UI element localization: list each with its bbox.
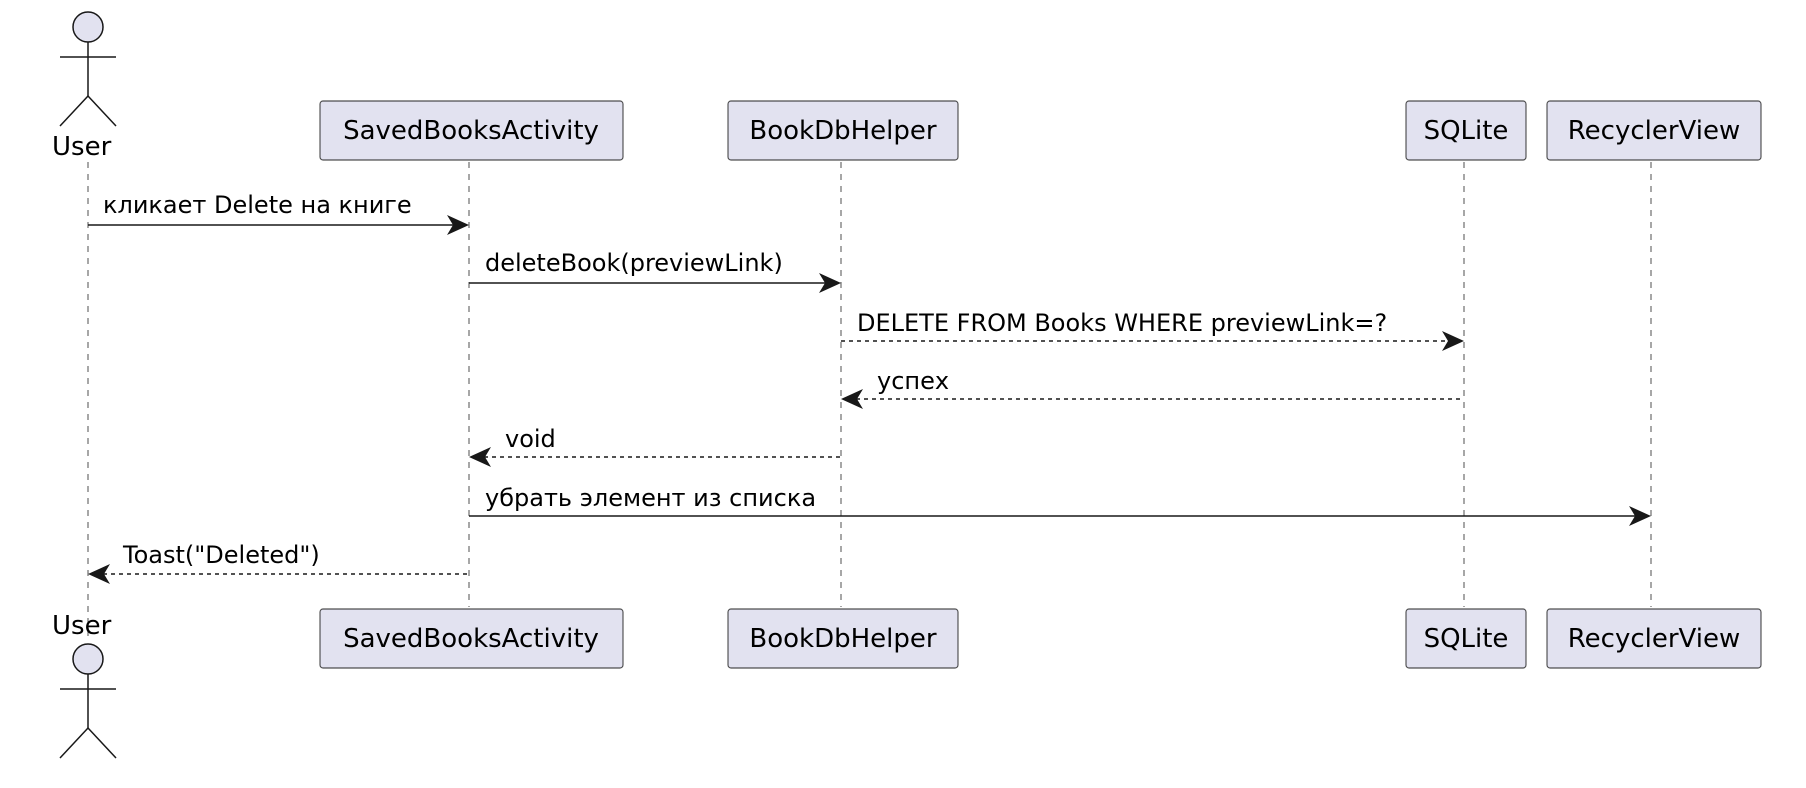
participant-label: SQLite: [1424, 624, 1509, 654]
arrowhead-icon: [447, 215, 469, 235]
participant-recyclerview-bottom: RecyclerView: [1546, 608, 1762, 669]
message-2: deleteBook(previewLink): [469, 249, 841, 293]
message-3: DELETE FROM Books WHERE previewLink=?: [841, 309, 1464, 351]
participant-recyclerview-top: RecyclerView: [1546, 100, 1762, 161]
participant-label: RecyclerView: [1568, 116, 1740, 146]
participant-sqlite-bottom: SQLite: [1405, 608, 1527, 669]
actor-user-top: User: [52, 11, 117, 162]
actor-head-icon: [72, 643, 104, 675]
message-5: void: [469, 425, 841, 467]
arrowhead-icon: [841, 389, 863, 409]
message-label: убрать элемент из списка: [485, 484, 816, 512]
message-label: успех: [877, 367, 949, 395]
message-label: кликает Delete на книге: [103, 191, 412, 219]
arrowhead-icon: [88, 564, 110, 584]
arrowhead-icon: [1442, 331, 1464, 351]
message-label: void: [505, 425, 556, 453]
arrowhead-icon: [469, 447, 491, 467]
participant-label: SQLite: [1424, 116, 1509, 146]
message-6: убрать элемент из списка: [469, 484, 1651, 526]
participant-label: SavedBooksActivity: [343, 624, 599, 654]
participant-sqlite-top: SQLite: [1405, 100, 1527, 161]
message-label: Toast("Deleted"): [122, 541, 320, 569]
participant-savedbooksactivity-bottom: SavedBooksActivity: [319, 608, 624, 669]
message-7: Toast("Deleted"): [88, 541, 469, 584]
participant-label: SavedBooksActivity: [343, 116, 599, 146]
participant-label: BookDbHelper: [749, 624, 937, 654]
arrowhead-icon: [819, 273, 841, 293]
participant-savedbooksactivity-top: SavedBooksActivity: [319, 100, 624, 161]
participant-bookdbhelper-bottom: BookDbHelper: [727, 608, 959, 669]
participant-label: BookDbHelper: [749, 116, 937, 146]
message-4: успех: [841, 367, 1464, 409]
message-label: deleteBook(previewLink): [485, 249, 783, 277]
participant-bookdbhelper-top: BookDbHelper: [727, 100, 959, 161]
message-label: DELETE FROM Books WHERE previewLink=?: [857, 309, 1387, 337]
arrowhead-icon: [1629, 506, 1651, 526]
actor-user-bottom: User: [52, 611, 117, 759]
actor-user-label-top: User: [52, 132, 112, 162]
actor-head-icon: [72, 11, 104, 43]
actor-user-label-bottom: User: [52, 611, 112, 641]
message-1: кликает Delete на книге: [88, 191, 469, 235]
participant-label: RecyclerView: [1568, 624, 1740, 654]
